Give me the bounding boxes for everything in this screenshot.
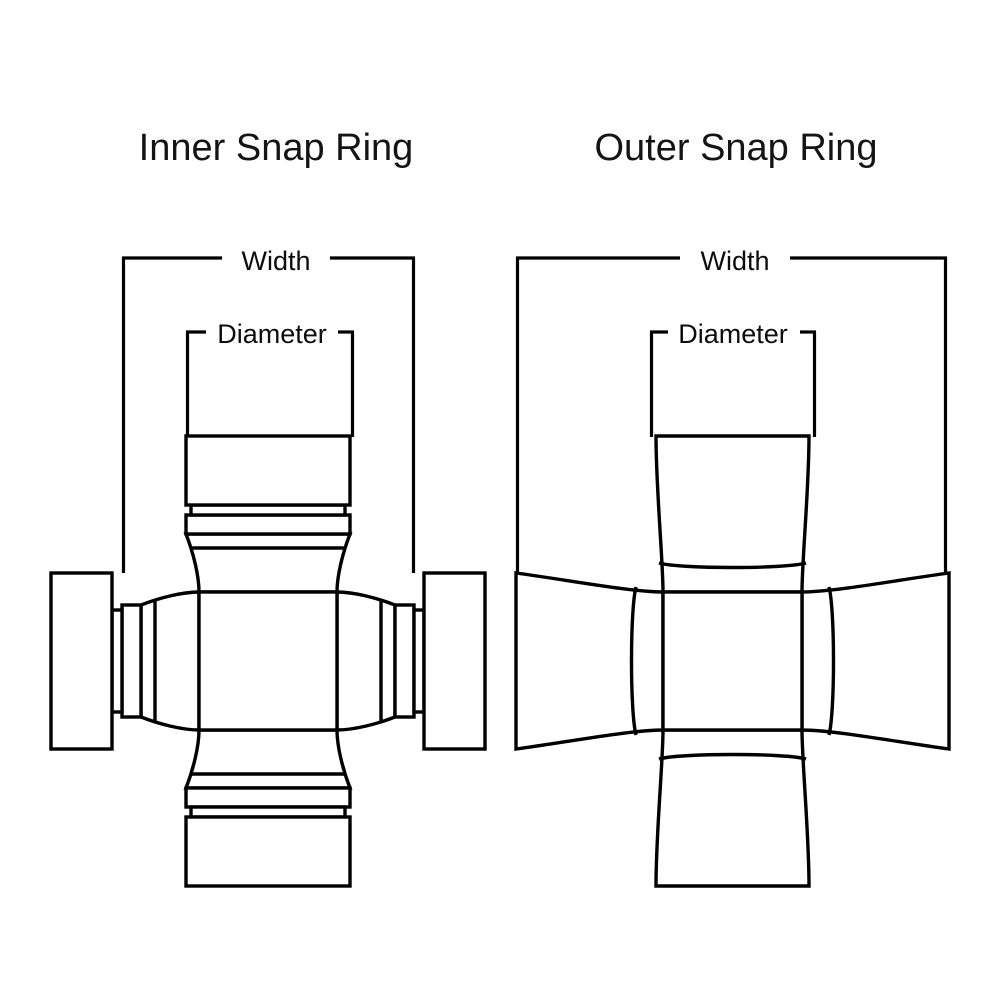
inner-cap-right-flare [335,590,397,732]
inner-cap-right-body [422,571,487,751]
outer-cross-center [661,590,804,732]
inner-dimension-diameter: Diameter [185,319,355,437]
inner-cap-left-body [49,571,114,751]
inner-cross-center [197,590,339,732]
outer-dimension-diameter: Diameter [649,319,817,437]
outer-cap-left-body [514,571,665,751]
inner-snap-ring-diagram: Inner Snap Ring [49,127,487,888]
outer-cap-bottom-body [654,728,811,888]
inner-cap-bottom-flare [183,728,353,790]
outer-cap-top-seam [658,561,807,570]
outer-title: Outer Snap Ring [594,127,877,169]
inner-cap-top-flare [183,532,353,594]
inner-cap-right-band-b [393,603,416,719]
inner-cap-left [49,571,201,751]
inner-cap-top [183,434,353,594]
inner-diameter-label: Diameter [217,319,327,349]
outer-cap-bottom [654,728,811,888]
inner-dimension-width: Width [121,246,416,573]
outer-cap-right-seam [827,586,836,736]
inner-cap-bottom-body [184,815,352,888]
inner-cap-bottom-band-b [184,786,352,809]
outer-cap-top-body [654,434,811,594]
inner-cap-right [335,571,487,751]
inner-width-label: Width [241,246,310,276]
inner-cap-bottom [183,728,353,888]
outer-cap-left-seam [629,586,638,736]
inner-cap-top-body [184,434,352,507]
inner-universal-joint [49,434,487,888]
outer-cap-left [514,571,665,751]
outer-snap-ring-diagram: Outer Snap Ring [514,127,951,888]
outer-diameter-label: Diameter [678,319,788,349]
inner-cap-top-band-b [184,513,352,536]
outer-cap-top [654,434,811,594]
outer-cap-right-body [800,571,951,751]
outer-universal-joint [514,434,951,888]
outer-cap-right [800,571,951,751]
outer-width-label: Width [700,246,769,276]
inner-title: Inner Snap Ring [139,127,414,169]
inner-cap-left-band-b [120,603,143,719]
inner-cap-left-flare [139,590,201,732]
outer-dimension-width: Width [515,246,948,573]
outer-cap-bottom-seam [658,752,807,761]
